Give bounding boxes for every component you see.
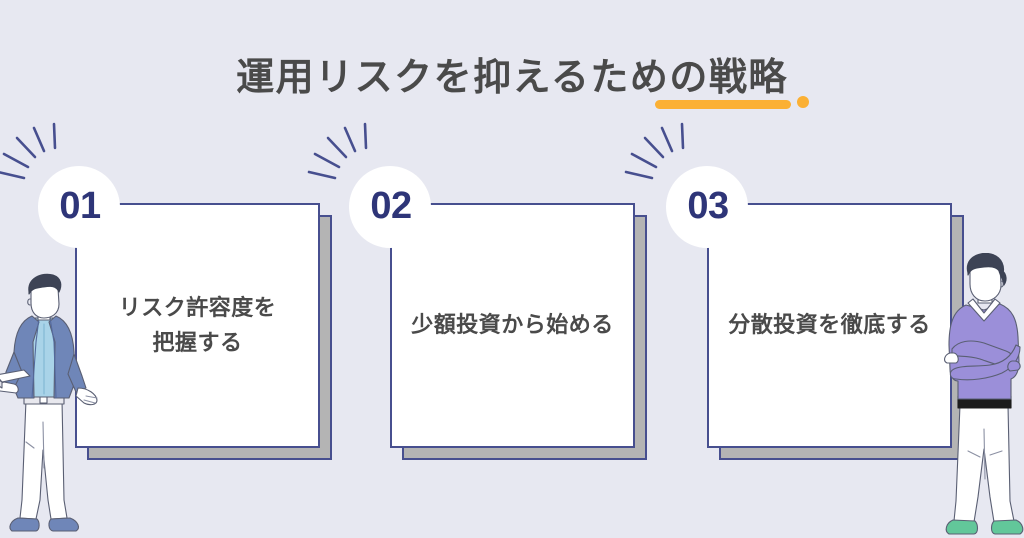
card-text-1: リスク許容度を 把握する [118, 295, 277, 355]
card-text-2: 少額投資から始める [411, 312, 614, 338]
badge-circle-1: 01 [38, 166, 120, 248]
businessman-left-illustration [0, 272, 108, 538]
badge-circle-3: 03 [666, 166, 748, 248]
page-title: 運用リスクを抑えるための戦略 [236, 57, 788, 99]
card-badge-2: 02 [307, 122, 431, 248]
card-badge-3: 03 [624, 122, 748, 248]
title-inner: 運用リスクを抑えるための戦略 [236, 56, 788, 102]
strategy-card-1[interactable]: リスク許容度を 把握する [75, 203, 332, 460]
title-accent-dot [797, 96, 809, 108]
card-face-2: 少額投資から始める [390, 203, 635, 448]
card-face-3: 分散投資を徹底する [707, 203, 952, 448]
title-underline-highlight [655, 100, 791, 109]
badge-circle-2: 02 [349, 166, 431, 248]
strategy-card-2[interactable]: 少額投資から始める [390, 203, 647, 460]
title-block: 運用リスクを抑えるための戦略 [0, 56, 1024, 102]
strategy-card-3[interactable]: 分散投資を徹底する [707, 203, 964, 460]
badge-number-3: 03 [687, 185, 729, 227]
man-right-illustration [944, 253, 1024, 538]
card-face-1: リスク許容度を 把握する [75, 203, 320, 448]
card-badge-1: 01 [0, 122, 120, 248]
badge-number-2: 02 [370, 185, 412, 227]
badge-number-1: 01 [59, 185, 101, 227]
card-text-3: 分散投資を徹底する [728, 312, 931, 338]
